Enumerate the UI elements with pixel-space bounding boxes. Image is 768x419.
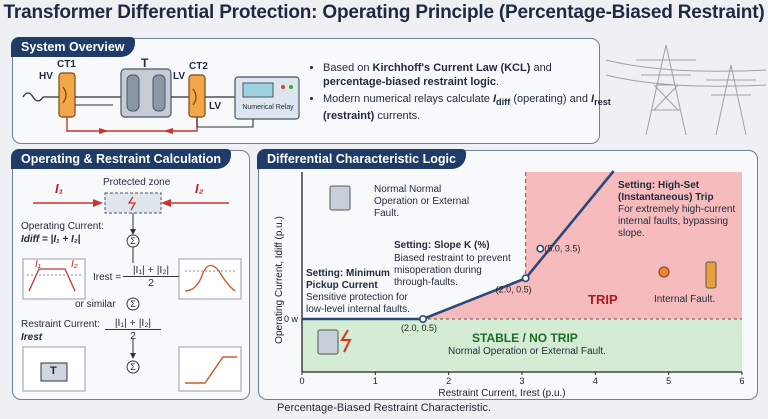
summation-node-3	[126, 360, 140, 374]
highset-setting-title: Setting: High-Set (Instantaneous) Trip	[618, 180, 714, 203]
i1-label: I₁	[55, 181, 64, 196]
ct2-label: CT2	[189, 61, 208, 72]
slope-setting-title: Setting: Slope K (%)	[394, 240, 490, 251]
sigma-2: Σ	[130, 299, 136, 309]
transformer-circuit-diagram	[22, 68, 300, 134]
operating-current-formula: Idiff = |I₁ + I₂|	[21, 234, 81, 245]
i2-small-label: I₂	[71, 259, 78, 270]
irest-fraction-2: |I₁| + |I₂|2	[105, 317, 161, 342]
irest-equation-1: Irest =	[93, 272, 122, 283]
normal-operation-note: Normal Normal Operation or External Faul…	[374, 184, 470, 219]
characteristic-heading: Differential Characteristic Logic	[257, 149, 466, 169]
calculation-heading: Operating & Restraint Calculation	[11, 149, 232, 169]
bullet-numerical-relays: Modern numerical relays calculate Idiff …	[323, 92, 613, 123]
restraint-current-symbol: Irest	[21, 332, 43, 343]
internal-fault-label: Internal Fault.	[654, 294, 716, 305]
ct1-label: CT1	[57, 59, 76, 70]
calculation-panel: Operating & Restraint Calculation Protec…	[11, 149, 250, 400]
stable-region-label: STABLE / NO TRIP	[472, 331, 578, 345]
summation-node-2	[126, 297, 140, 311]
stable-region-desc: Normal Operation or External Fault.	[448, 346, 606, 357]
i1-small-label: I₁	[35, 259, 41, 270]
transformer-label: T	[141, 56, 149, 70]
power-pylon-icon	[605, 44, 767, 136]
page-title: Transformer Differential Protection: Ope…	[3, 2, 765, 23]
operating-current-label: Operating Current:	[21, 221, 104, 232]
system-overview-heading: System Overview	[11, 37, 135, 57]
transformer-icon	[120, 68, 172, 118]
numerical-relay-icon	[234, 76, 300, 120]
system-overview-panel: System Overview H	[11, 37, 611, 144]
overview-bullets: Based on Kirchhoff's Current Law (KCL) a…	[309, 61, 613, 126]
current-loop	[66, 117, 198, 132]
chart-caption: Percentage-Biased Restraint Characterist…	[277, 402, 491, 414]
hv-label: HV	[39, 71, 53, 82]
i2-label: I₂	[195, 181, 204, 196]
ac-source-icon	[22, 92, 44, 102]
sigma-3: Σ	[130, 362, 136, 372]
ct1-icon	[58, 72, 76, 118]
protected-zone-label: Protected zone	[103, 177, 171, 188]
restraint-current-label: Restraint Current:	[21, 319, 100, 330]
slope-setting-desc: Biased restraint to prevent misoperation…	[394, 253, 511, 288]
pickup-setting-desc: Sensitive protection for low-level inter…	[306, 292, 410, 315]
trip-region-label: TRIP	[588, 292, 618, 307]
relay-label: Numerical Relay	[242, 104, 294, 111]
highset-setting-desc: For extremely high-current internal faul…	[618, 204, 736, 239]
transformer-box-label: T	[50, 365, 57, 377]
irest-fraction-1: |I₁| + |I₂|2	[123, 264, 179, 289]
diff-waveform-plot	[22, 258, 86, 300]
sigma-1: Σ	[130, 236, 136, 246]
lv-top-label: LV	[173, 71, 186, 82]
bullet-kcl: Based on Kirchhoff's Current Law (KCL) a…	[323, 61, 613, 89]
restraint-ramp-plot	[178, 346, 242, 392]
or-similar-label: or similar	[75, 299, 116, 310]
pickup-setting-title: Setting: Minimum Pickup Current	[306, 268, 390, 291]
protected-zone-diagram	[22, 192, 242, 392]
lv-bottom-label: LV	[209, 101, 222, 112]
ct2-icon	[188, 74, 206, 118]
